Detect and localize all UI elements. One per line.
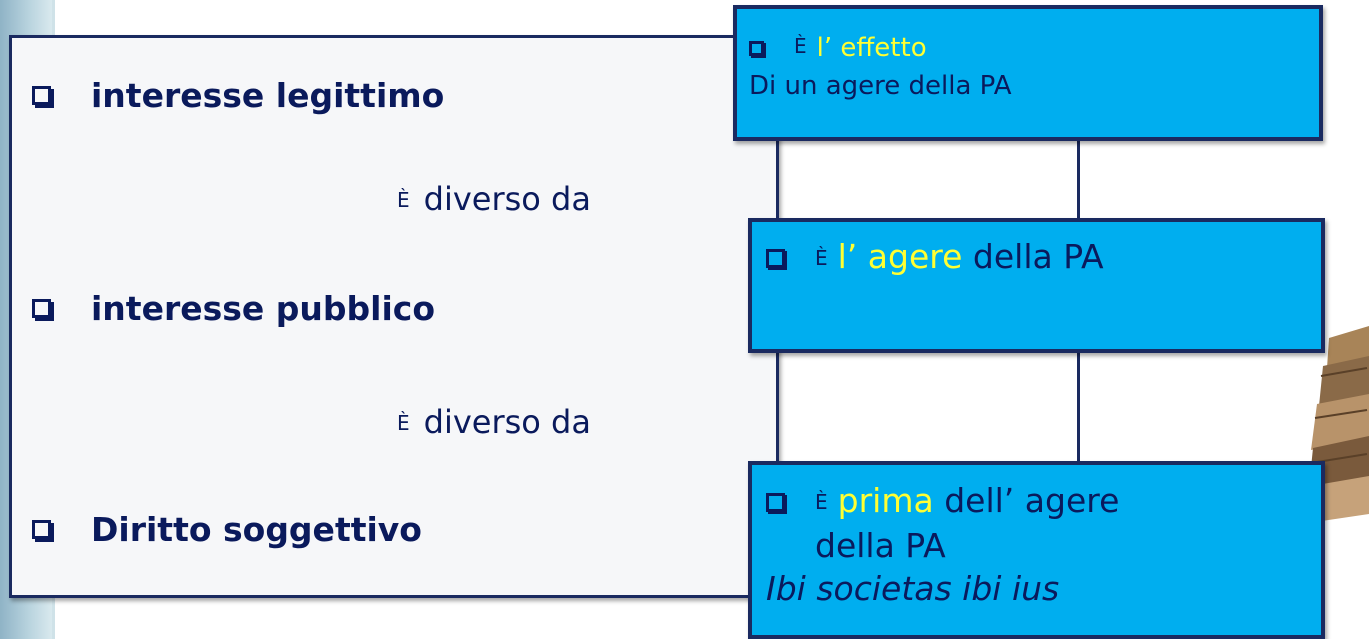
checkbox-bullet-icon — [766, 493, 785, 512]
checkbox-bullet-icon — [749, 41, 764, 56]
definition-prefix: È — [815, 246, 828, 270]
checkbox-bullet-icon — [32, 520, 51, 539]
definition-prefix: È — [794, 34, 807, 58]
concept-diritto-soggettivo: Diritto soggettivo — [32, 510, 422, 549]
definition-text: dell’ agere — [944, 481, 1120, 520]
definition-highlight: l’ agere — [837, 237, 963, 276]
concept-label: interesse legittimo — [91, 76, 445, 115]
concept-label: interesse pubblico — [91, 289, 435, 328]
definition-line: della PA — [815, 526, 946, 565]
checkbox-bullet-icon — [32, 86, 51, 105]
checkbox-bullet-icon — [766, 249, 785, 268]
definition-highlight: prima — [837, 481, 934, 520]
concept-interesse-pubblico: interesse pubblico — [32, 289, 435, 328]
definition-prefix: È — [815, 490, 828, 514]
definition-text: della PA — [972, 237, 1104, 276]
definition-highlight: l’ effetto — [816, 33, 927, 63]
concept-label: Diritto soggettivo — [91, 510, 422, 549]
latin-maxim: Ibi societas ibi ius — [766, 569, 1060, 608]
definition-line: Di un agere della PA — [749, 71, 1012, 101]
relation-label: diverso da — [423, 403, 591, 441]
concept-interesse-legittimo: interesse legittimo — [32, 76, 444, 115]
relation-prefix: È — [397, 411, 410, 435]
checkbox-bullet-icon — [32, 299, 51, 318]
relation-label: diverso da — [423, 180, 591, 218]
relation-prefix: È — [397, 188, 410, 212]
